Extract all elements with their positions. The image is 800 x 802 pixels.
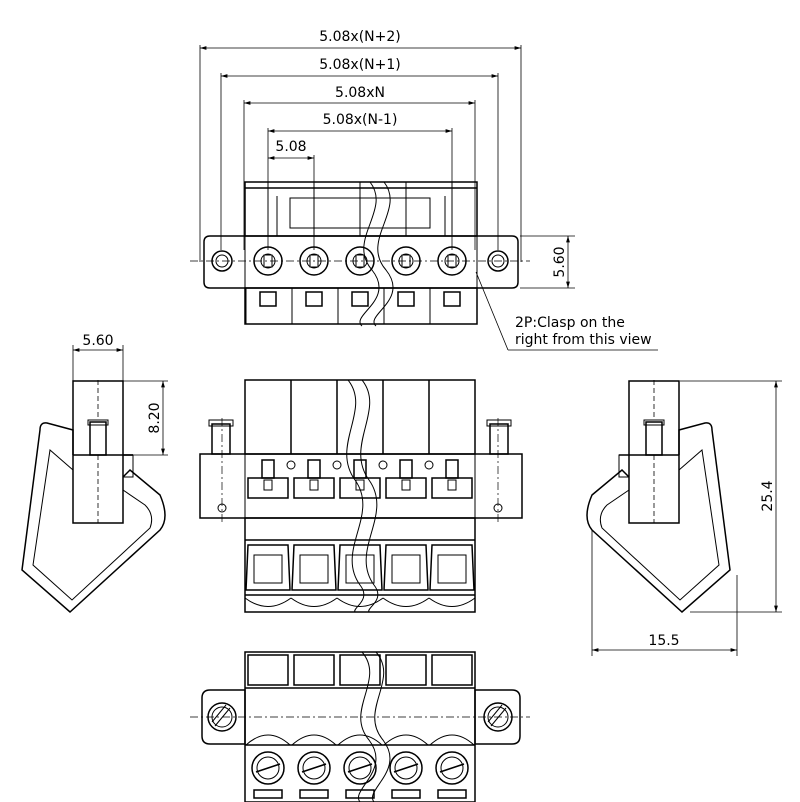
contact-tab — [399, 459, 413, 479]
contact-tab — [307, 459, 321, 479]
contact-block — [293, 477, 335, 499]
wire-entry — [431, 654, 473, 686]
left-side-view: 5.60 8.20 — [21, 333, 168, 614]
dim-side-width: 5.60 — [82, 333, 113, 349]
terminal-face — [245, 544, 291, 591]
screw-base — [345, 789, 375, 799]
pin-slot — [351, 291, 369, 307]
front-contacts — [247, 459, 473, 499]
clasp-note-line1: 2P:Clasp on the — [515, 315, 625, 331]
dim-flange-height: 5.60 — [552, 246, 568, 277]
screw-ring — [302, 756, 326, 780]
contact-tab — [445, 459, 459, 479]
terminal-face — [429, 544, 475, 591]
screw-arc — [337, 734, 383, 746]
bottom-screw-terminals — [245, 654, 475, 799]
screw-slot — [301, 763, 327, 773]
screw-slot — [255, 763, 281, 773]
terminal-curve — [244, 597, 292, 607]
contact-block — [247, 477, 289, 499]
contact-pin — [263, 479, 273, 491]
contact-pin — [447, 479, 457, 491]
terminal-face — [383, 544, 429, 591]
terminal-window — [437, 554, 467, 584]
screw-head — [251, 751, 285, 785]
terminal-curve — [428, 597, 476, 607]
contact-block — [431, 477, 473, 499]
test-hole — [378, 460, 388, 470]
contact-pin — [401, 479, 411, 491]
dim-side-height: 8.20 — [147, 402, 163, 433]
terminal-curve — [382, 597, 430, 607]
screw-head — [389, 751, 423, 785]
front-teeth — [244, 544, 476, 607]
screw-arc — [383, 734, 429, 746]
front-dividers — [290, 380, 430, 454]
screw-slot — [347, 763, 373, 773]
contact-tab — [353, 459, 367, 479]
dim-overall-height: 25.4 — [760, 480, 776, 511]
screw-ring — [394, 756, 418, 780]
dim-n-plus-2: 5.08x(N+2) — [319, 29, 401, 45]
pin-slot — [305, 291, 323, 307]
terminal-window — [299, 554, 329, 584]
screw-head — [343, 751, 377, 785]
front-view — [199, 379, 523, 613]
screw-arc — [429, 734, 475, 746]
test-hole — [332, 460, 342, 470]
screw-base — [391, 789, 421, 799]
screw-arc — [245, 734, 291, 746]
terminal-window — [345, 554, 375, 584]
terminal-window — [391, 554, 421, 584]
contact-block — [339, 477, 381, 499]
wire-entry — [339, 654, 381, 686]
clasp-note-line2: right from this view — [515, 332, 652, 348]
pin-slot — [259, 291, 277, 307]
dim-pitch: 5.08 — [275, 139, 306, 155]
screw-ring — [348, 756, 372, 780]
wire-entry — [247, 654, 289, 686]
screw-head — [297, 751, 331, 785]
right-side-view: 25.4 15.5 — [586, 380, 782, 656]
wire-entry — [293, 654, 335, 686]
dim-n-minus-1: 5.08x(N-1) — [323, 112, 398, 128]
terminal-face — [337, 544, 383, 591]
screw-head — [435, 751, 469, 785]
screw-slot — [393, 763, 419, 773]
contact-block — [385, 477, 427, 499]
terminal-window — [253, 554, 283, 584]
screw-ring — [440, 756, 464, 780]
top-view — [190, 181, 530, 327]
contact-tab — [261, 459, 275, 479]
pin-slots — [245, 288, 461, 324]
bottom-view — [190, 651, 530, 802]
pin-slot — [397, 291, 415, 307]
terminal-curve — [336, 597, 384, 607]
test-hole — [286, 460, 296, 470]
terminal-face — [291, 544, 337, 591]
test-hole — [424, 460, 434, 470]
top-dimensions: 5.08x(N+2) 5.08x(N+1) 5.08xN 5.08x(N-1) … — [199, 29, 658, 351]
screw-ring — [256, 756, 280, 780]
dim-overall-depth: 15.5 — [648, 633, 679, 649]
contact-pin — [309, 479, 319, 491]
pin-slot — [443, 291, 461, 307]
screw-base — [437, 789, 467, 799]
screw-arc — [291, 734, 337, 746]
screw-base — [299, 789, 329, 799]
screw-slot — [439, 763, 465, 773]
dim-n-plus-1: 5.08x(N+1) — [319, 57, 401, 73]
dim-n: 5.08xN — [335, 85, 385, 101]
screw-base — [253, 789, 283, 799]
terminal-curve — [290, 597, 338, 607]
wire-entry — [385, 654, 427, 686]
